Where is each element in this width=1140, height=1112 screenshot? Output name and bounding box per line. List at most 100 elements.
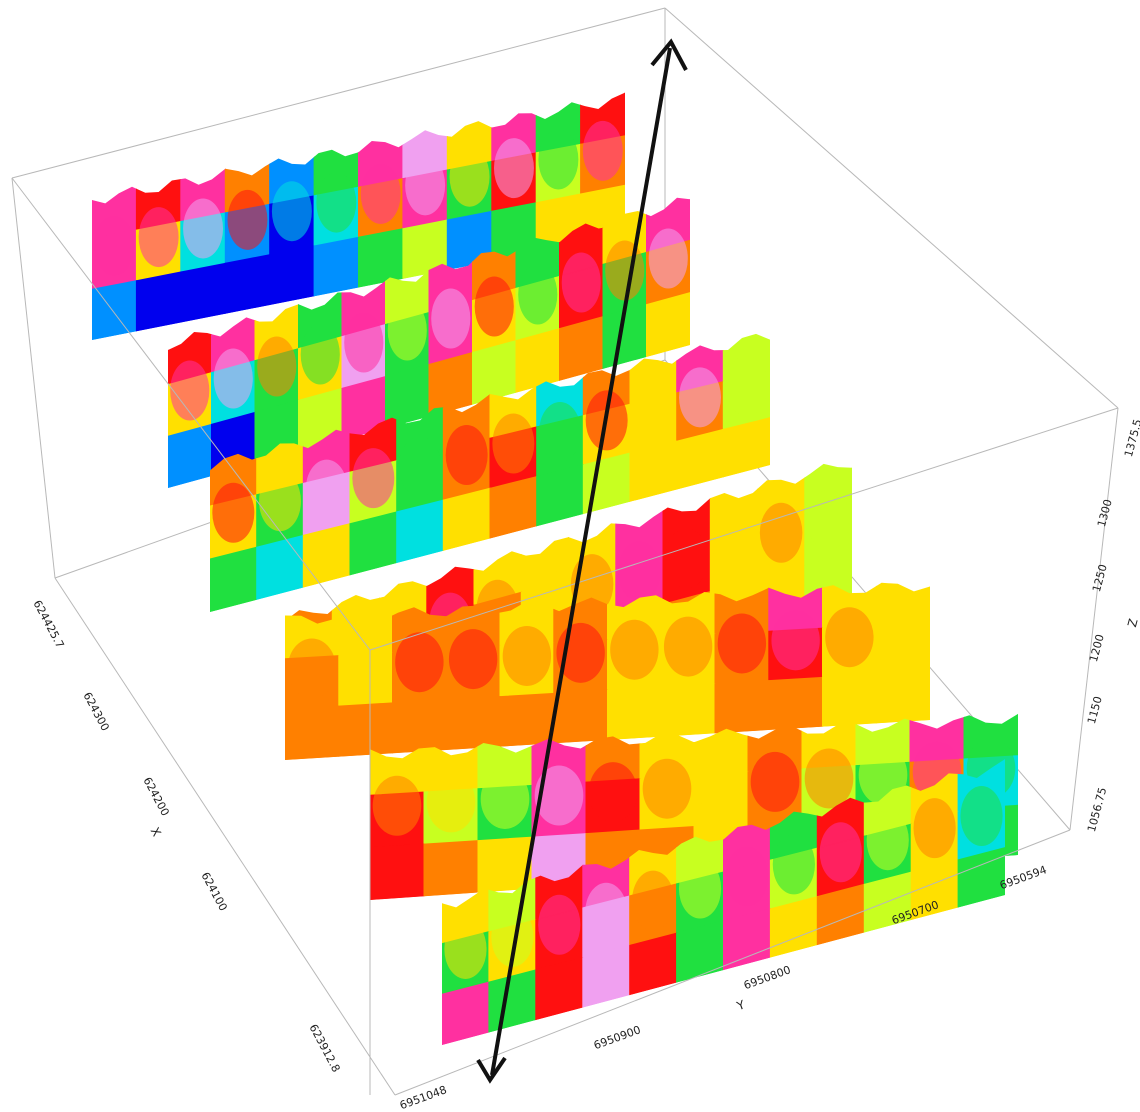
heatmap-blob — [618, 541, 661, 602]
heatmap-blob — [878, 604, 928, 665]
heatmap-blob — [538, 894, 581, 955]
heatmap-blob — [632, 870, 675, 931]
heatmap-blob — [431, 288, 471, 349]
heatmap-blob — [491, 906, 534, 967]
heatmap-blob — [502, 625, 552, 686]
heatmap-blob — [271, 181, 312, 242]
heatmap-blob — [648, 228, 688, 289]
heatmap-blob — [138, 207, 179, 268]
heatmap-cell — [957, 847, 1005, 909]
heatmap-cell — [714, 680, 770, 734]
heatmap-blob — [725, 355, 768, 416]
heatmap-blob — [771, 610, 820, 671]
heatmap-cell — [285, 705, 340, 760]
heatmap-blob — [825, 607, 874, 668]
heatmap-cell — [875, 670, 930, 724]
heatmap-blob — [444, 918, 487, 979]
heatmap-cell — [338, 702, 393, 758]
heatmap-cell — [313, 236, 359, 297]
box-edge — [11, 177, 56, 579]
box-edge — [54, 577, 396, 1096]
heatmap-blob — [679, 367, 721, 428]
heatmap-blob — [492, 413, 535, 474]
heatmap-blob — [493, 138, 534, 199]
heatmap-blob — [183, 198, 224, 259]
heatmap-blob — [642, 758, 692, 819]
heatmap-cell — [302, 523, 351, 589]
heatmap-blob — [665, 528, 708, 589]
heatmap-blob — [561, 252, 601, 313]
heatmap-blob — [94, 215, 135, 276]
heatmap-blob — [518, 264, 558, 325]
arrow-shaft — [490, 47, 672, 1076]
box-edge — [369, 407, 1119, 651]
heatmap-cell — [423, 840, 479, 897]
heatmap-cell — [370, 843, 425, 900]
arrow-head-top — [650, 38, 688, 71]
heatmap-blob — [212, 482, 255, 543]
heatmap-cell — [135, 271, 182, 332]
heatmap-blob — [360, 163, 401, 224]
heatmap-cell — [392, 699, 447, 754]
heatmap-blob — [227, 189, 268, 250]
heatmap-blob — [372, 775, 422, 836]
heatmap-blob — [405, 155, 446, 216]
heatmap-blob — [539, 401, 581, 462]
heatmap-blob — [213, 348, 253, 409]
heatmap-blob — [725, 846, 769, 907]
heatmap-blob — [257, 336, 297, 397]
heatmap-blob — [913, 798, 956, 859]
heatmap-cell — [722, 417, 770, 478]
heatmap-blob — [759, 502, 803, 563]
heatmap-cell — [822, 673, 877, 728]
heatmap-blob — [316, 172, 357, 233]
heatmap-blob — [474, 276, 514, 337]
heatmap-cell — [92, 280, 137, 340]
heatmap-blob — [387, 300, 427, 361]
heatmap-blob — [712, 515, 756, 576]
heatmap-blob — [717, 613, 767, 674]
heatmap-cell — [553, 689, 608, 744]
heatmap-blob — [344, 312, 384, 373]
heatmap-blob — [866, 810, 909, 871]
heatmap-blob — [819, 822, 862, 883]
heatmap-blob — [449, 146, 490, 207]
heatmap-blob — [538, 129, 579, 190]
box-edge — [11, 177, 371, 651]
heatmap-cell — [210, 546, 258, 612]
section-panel — [168, 197, 690, 489]
heatmap-blob — [804, 748, 854, 809]
heatmap-blob — [588, 762, 638, 823]
heatmap-cell — [358, 228, 404, 289]
section-panel — [285, 582, 930, 760]
heatmap-cell — [768, 676, 823, 731]
heatmap-blob — [287, 638, 337, 699]
heatmap-blob — [395, 632, 444, 693]
heatmap-blob — [696, 755, 746, 816]
heatmap-blob — [610, 619, 659, 680]
box-edge — [11, 7, 666, 179]
heatmap-blob — [582, 120, 623, 181]
heatmap-cell — [224, 254, 271, 315]
heatmap-blob — [259, 471, 301, 532]
heatmap-blob — [352, 448, 395, 509]
heatmap-cell — [445, 696, 501, 751]
heatmap-cell — [660, 683, 716, 738]
heatmap-blob — [534, 765, 584, 826]
heatmap-blob — [170, 360, 210, 421]
heatmap-blob — [632, 378, 675, 439]
section-panel — [210, 333, 770, 612]
heatmap-blob — [663, 616, 713, 677]
heatmap-blob — [605, 240, 645, 301]
resistivity-sections — [92, 92, 1018, 1045]
heatmap-blob — [445, 425, 488, 486]
box-edge — [1069, 407, 1119, 831]
box-edge — [664, 7, 1119, 409]
heatmap-blob — [585, 882, 628, 943]
heatmap-blob — [480, 768, 530, 829]
bounding-box-front-edges — [11, 177, 1119, 1096]
heatmap-blob — [341, 635, 390, 696]
heatmap-blob — [305, 459, 348, 520]
arrow-head-bottom — [476, 1056, 507, 1084]
